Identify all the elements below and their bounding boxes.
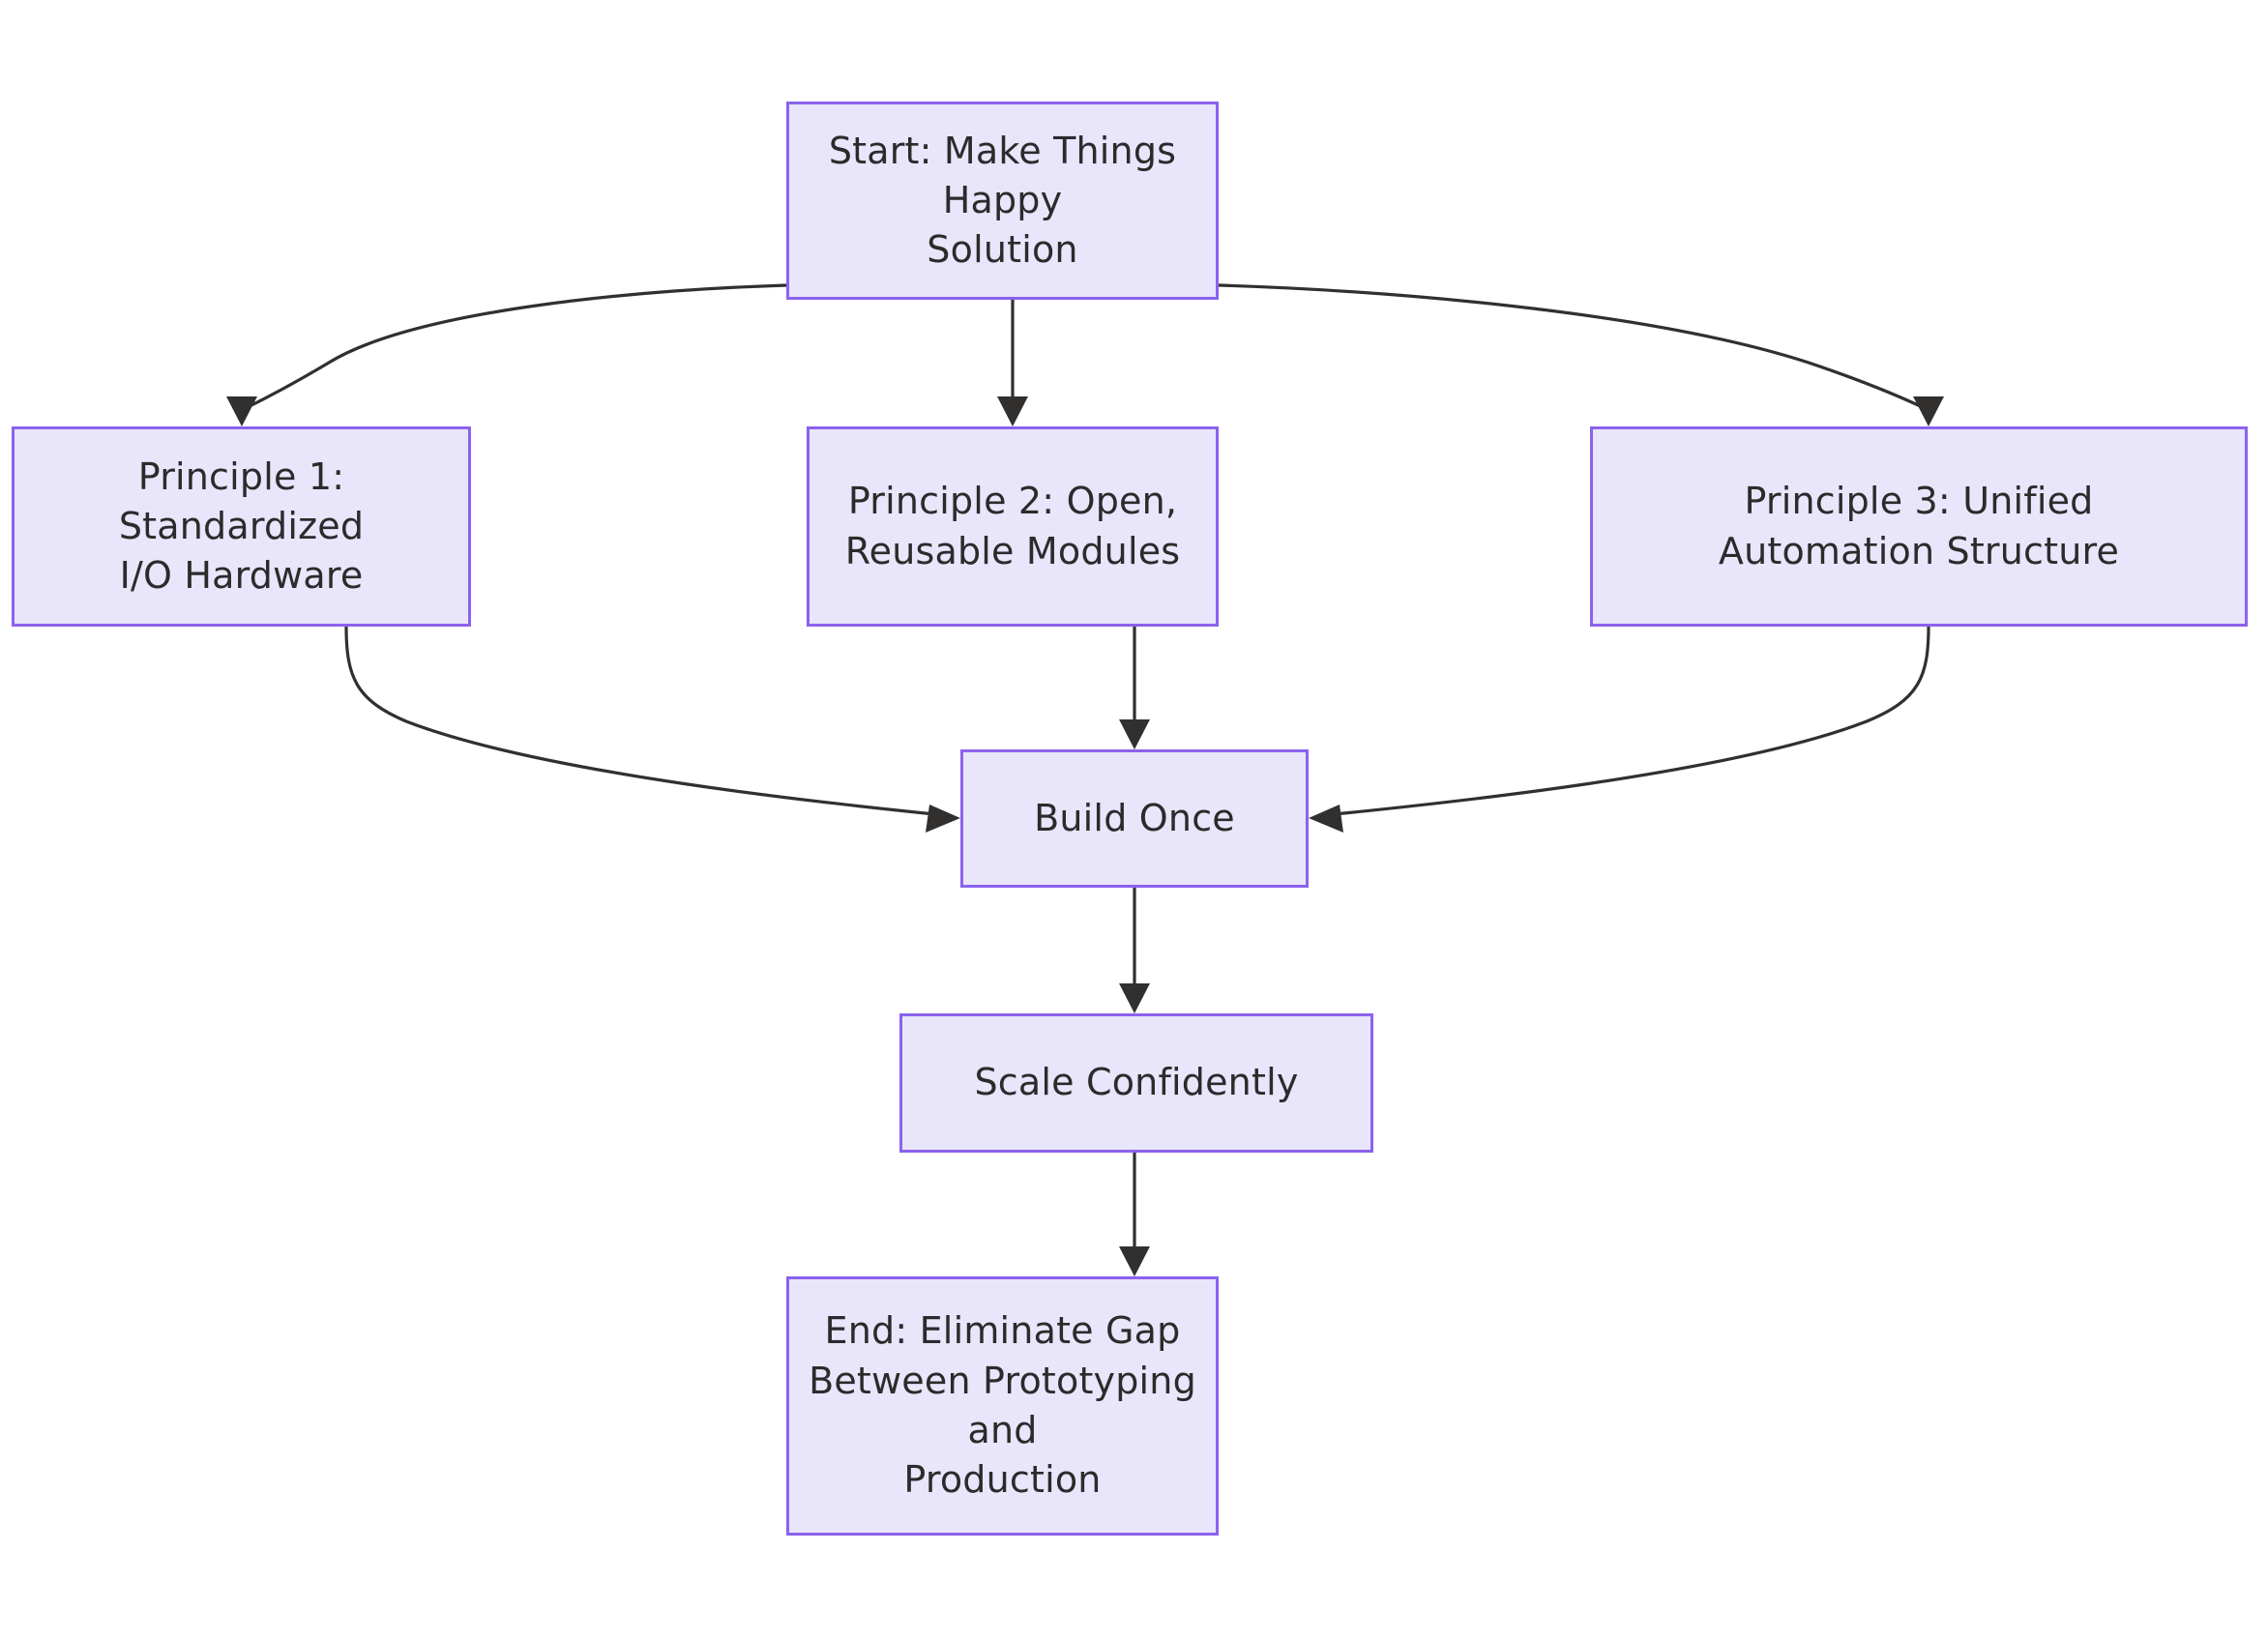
- node-build-once[interactable]: Build Once: [960, 749, 1309, 888]
- edge-principle3-to-build: [1309, 626, 1930, 833]
- edge-start-to-principle3: [1218, 283, 1944, 426]
- node-principle-1[interactable]: Principle 1: Standardized I/O Hardware: [12, 426, 471, 627]
- edge-principle2-to-build: [1119, 627, 1150, 749]
- node-principle-3[interactable]: Principle 3: Unified Automation Structur…: [1590, 426, 2248, 627]
- edge-build-to-scale: [1119, 888, 1150, 1013]
- node-principle-2[interactable]: Principle 2: Open, Reusable Modules: [807, 426, 1219, 627]
- node-start[interactable]: Start: Make Things Happy Solution: [786, 102, 1219, 300]
- edge-start-to-principle2: [997, 300, 1028, 426]
- node-end[interactable]: End: Eliminate Gap Between Prototyping a…: [786, 1276, 1219, 1536]
- node-scale-confidently[interactable]: Scale Confidently: [899, 1013, 1373, 1153]
- edge-start-to-principle1: [226, 283, 787, 426]
- edge-principle1-to-build: [344, 626, 960, 833]
- edge-scale-to-end: [1119, 1153, 1150, 1276]
